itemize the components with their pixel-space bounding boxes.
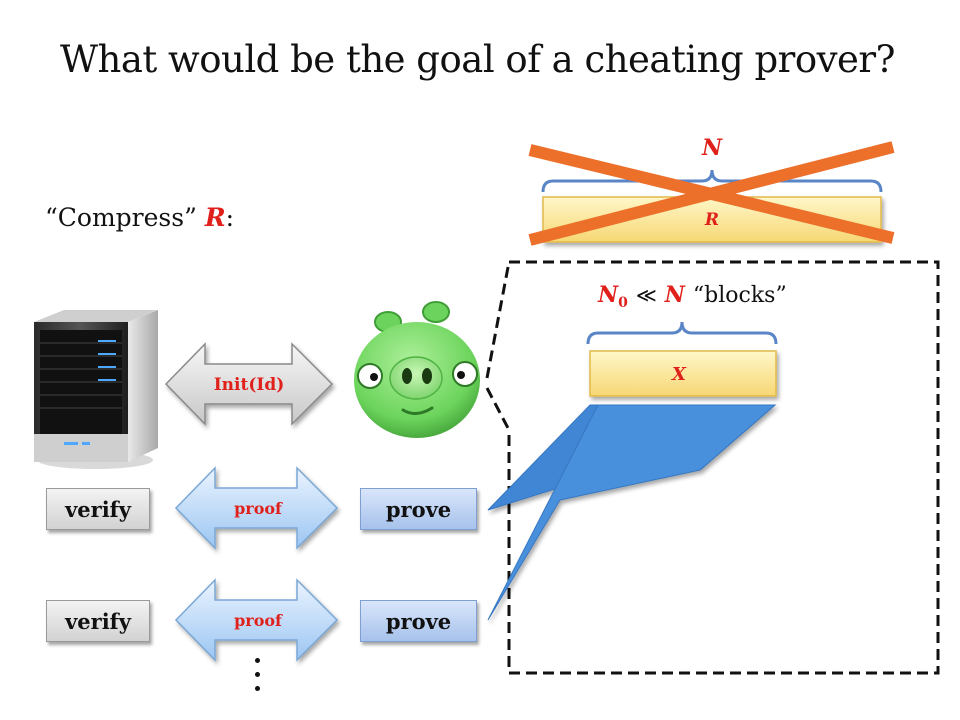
top-bracket (541, 169, 883, 193)
blocks-label: “blocks” (693, 283, 787, 308)
proof-label-1: proof (234, 499, 283, 518)
ll-symbol: ≪ (636, 283, 657, 307)
prove-button-1[interactable]: prove (360, 488, 477, 530)
prove-label-2: prove (385, 608, 452, 634)
compress-var: R (204, 203, 226, 232)
inset-bracket (586, 321, 778, 345)
wedge-lower (487, 404, 777, 621)
init-arrow (164, 342, 334, 426)
proof-arrow-2 (174, 578, 339, 662)
prove-label-1: prove (385, 496, 452, 522)
compress-suffix: : (225, 203, 235, 232)
continuation-dots (250, 658, 264, 691)
r-bar-label: R (704, 210, 719, 230)
inset-border (507, 260, 940, 675)
n0-sub: 0 (618, 295, 628, 311)
inset-size-label: N0≪N“blocks” (597, 282, 787, 311)
n-label: N (664, 282, 686, 308)
cross-line-2 (528, 141, 895, 246)
wedge-group (487, 404, 777, 621)
n-top-label: N (701, 135, 723, 161)
x-bar (589, 350, 777, 397)
n0-label: N (597, 282, 619, 308)
callout-line-lower (485, 387, 511, 431)
verify-label-2: verify (65, 608, 131, 634)
verify-button-1[interactable]: verify (46, 488, 150, 530)
original-r-group: N R (528, 135, 895, 246)
slide-title: What would be the goal of a cheating pro… (60, 38, 895, 81)
init-label: Init(Id) (214, 375, 285, 395)
prove-button-2[interactable]: prove (360, 600, 477, 642)
verify-button-2[interactable]: verify (46, 600, 150, 642)
proof-label-2: proof (234, 611, 283, 630)
verify-label-1: verify (65, 496, 131, 522)
proof-arrow-1 (174, 466, 339, 550)
compress-prefix: “Compress” (45, 203, 205, 232)
pig-icon (354, 301, 480, 438)
callout-line-upper (485, 261, 511, 379)
compress-label: “Compress” R: (45, 203, 234, 232)
server-icon (34, 310, 158, 469)
x-bar-label: X (671, 364, 687, 385)
